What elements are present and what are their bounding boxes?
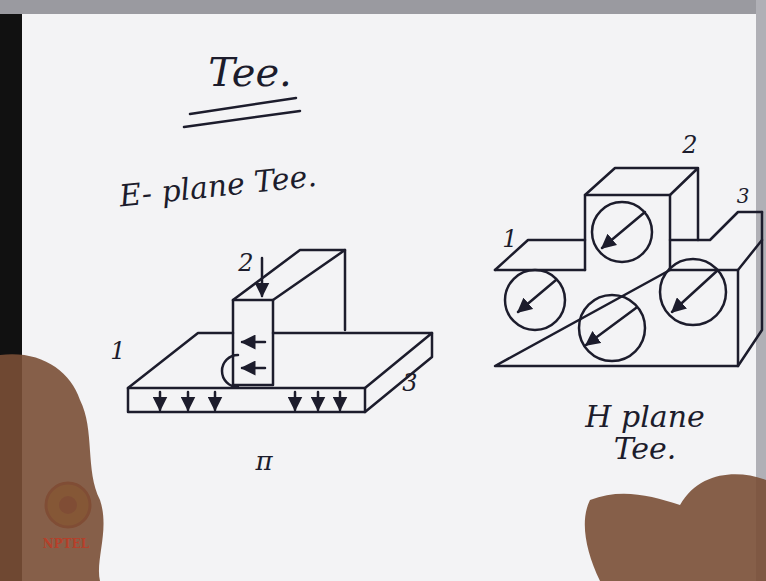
hand — [0, 354, 104, 581]
tee-name: H plane Tee. — [575, 401, 715, 464]
underline — [190, 98, 296, 114]
port-number: 2 — [238, 251, 253, 276]
h-plane-tee-sketch — [495, 168, 762, 366]
board-edge — [0, 0, 766, 14]
port-number: 3 — [737, 186, 750, 207]
e-plane-tee-sketch — [128, 250, 432, 412]
underline — [184, 111, 300, 127]
hand — [585, 474, 766, 581]
port-number: 1 — [110, 339, 125, 364]
logo-text: NPTEL — [43, 538, 90, 551]
phase-note: π — [255, 448, 272, 475]
port-number: 1 — [502, 227, 517, 252]
port-number: 3 — [402, 371, 417, 396]
port-number: 2 — [682, 133, 697, 158]
slide-title: Tee. — [208, 51, 292, 93]
